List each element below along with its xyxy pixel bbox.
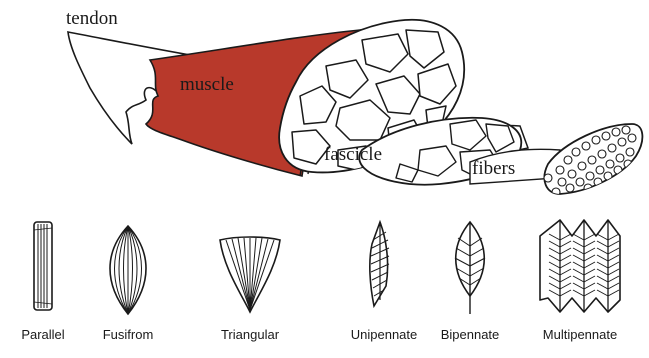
triangular-muscle-icon bbox=[220, 237, 280, 312]
fiber-circle bbox=[592, 136, 600, 144]
fiber-circle bbox=[612, 128, 620, 136]
fiber-circle bbox=[588, 156, 596, 164]
fiber-circle bbox=[578, 162, 586, 170]
fiber-circle bbox=[572, 148, 580, 156]
fusiform-muscle-icon bbox=[110, 226, 146, 314]
fiber-circle bbox=[576, 178, 584, 186]
parallel-label: Parallel bbox=[21, 327, 64, 342]
multipennate-muscle-icon bbox=[540, 220, 620, 312]
fascicle-label: fascicle bbox=[324, 144, 382, 165]
fiber-circle bbox=[604, 172, 612, 180]
fiber-circle bbox=[614, 166, 622, 174]
fiber-circle bbox=[618, 138, 626, 146]
fiber-circle bbox=[556, 166, 564, 174]
bipennate-muscle-icon bbox=[455, 222, 485, 314]
fiber-circle bbox=[616, 154, 624, 162]
bipennate-label: Bipennate bbox=[441, 327, 500, 342]
multipennate-label: Multipennate bbox=[543, 327, 617, 342]
fiber-circle bbox=[602, 132, 610, 140]
fiber-circle bbox=[566, 184, 574, 192]
fiber-circle bbox=[598, 150, 606, 158]
fiber-circle bbox=[624, 160, 632, 168]
fusiform-label: Fusifrom bbox=[103, 327, 154, 342]
fiber-circle bbox=[622, 126, 630, 134]
unipennate-label: Unipennate bbox=[351, 327, 418, 342]
fiber-circle bbox=[586, 172, 594, 180]
fiber-circle bbox=[564, 156, 572, 164]
fiber-circle bbox=[606, 160, 614, 168]
tendon-label: tendon bbox=[66, 8, 118, 29]
triangular-label: Triangular bbox=[221, 327, 279, 342]
fiber-circle bbox=[558, 178, 566, 186]
fibers-label: fibers bbox=[472, 158, 515, 179]
unipennate-muscle-icon bbox=[370, 222, 389, 306]
fiber-circle bbox=[544, 174, 552, 182]
muscle-label: muscle bbox=[180, 74, 234, 95]
parallel-muscle-icon bbox=[34, 222, 52, 310]
fiber-circle bbox=[582, 142, 590, 150]
anatomy-illustration: tendon muscle fascicle fibers bbox=[66, 8, 642, 196]
fiber-circle bbox=[628, 134, 636, 142]
fiber-bundle-cross-section bbox=[544, 124, 642, 196]
fiber-circle bbox=[626, 148, 634, 156]
fiber-circle bbox=[596, 166, 604, 174]
fiber-circle bbox=[568, 170, 576, 178]
muscle-shapes-row bbox=[34, 220, 620, 314]
fiber-circle bbox=[608, 144, 616, 152]
